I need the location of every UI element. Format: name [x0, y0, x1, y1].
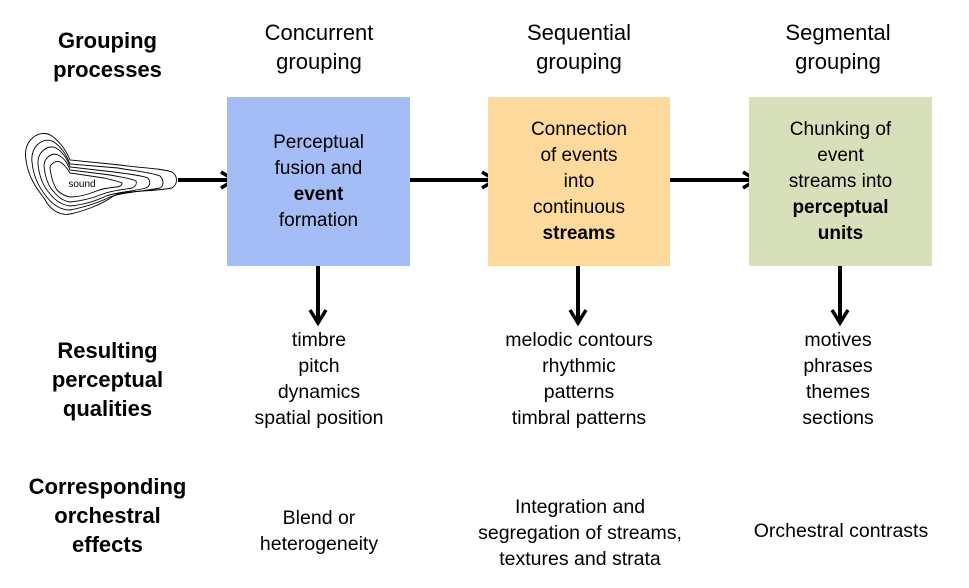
process-box-line: event	[293, 183, 344, 205]
process-box-line: event	[817, 144, 864, 166]
process-box-line: continuous	[533, 196, 625, 218]
qualities-segmental: motives phrases themes sections	[802, 329, 874, 429]
effect-segmental: Orchestral contrasts	[753, 520, 929, 542]
process-box-line: into	[563, 170, 595, 192]
column-heading-concurrent: Concurrent grouping	[264, 20, 374, 74]
process-box-line: fusion and	[274, 157, 363, 179]
process-box-line: of events	[540, 144, 618, 166]
arrowhead-concurrent-to-qualities	[308, 309, 328, 327]
column-heading-sequential: Sequential grouping	[527, 20, 631, 74]
process-box-text: Chunking of event streams into perceptual un…	[789, 117, 892, 247]
process-box-line: streams into	[788, 170, 893, 192]
process-box-concurrent: Perceptual fusion and event formation	[227, 97, 410, 266]
process-box-line: perceptual	[792, 196, 889, 218]
sound-wave-icon	[25, 133, 177, 215]
process-box-line: Chunking of	[789, 118, 892, 140]
process-box-line: Connection	[530, 118, 628, 140]
row-label-orchestral-effects: Corresponding orchestral effects	[28, 474, 187, 557]
process-box-segmental: Chunking of event streams into perceptual un…	[749, 97, 932, 266]
effect-concurrent: Blend or heterogeneity	[259, 507, 379, 555]
row-label-grouping-processes: Grouping processes	[53, 28, 162, 82]
process-box-line: Perceptual	[273, 131, 364, 153]
qualities-concurrent: timbre pitch dynamics spatial position	[254, 329, 384, 429]
process-box-line: formation	[278, 209, 359, 231]
effect-sequential: Integration and segregation of streams, …	[478, 496, 682, 570]
process-box-text: Connection of events into continuous streams	[531, 117, 627, 247]
process-box-sequential: Connection of events into continuous streams	[488, 97, 670, 266]
process-box-line: units	[817, 222, 864, 244]
column-heading-segmental: Segmental grouping	[785, 20, 891, 74]
process-box-line: streams	[542, 222, 616, 244]
arrowhead-segmental-to-qualities	[830, 309, 850, 327]
row-label-resulting-qualities: Resulting perceptual qualities	[51, 338, 164, 421]
process-box-text: Perceptual fusion and event formation	[273, 130, 364, 234]
qualities-sequential: melodic contours rhythmic patterns timbr…	[505, 329, 653, 429]
arrowhead-sequential-to-qualities	[568, 309, 588, 327]
sound-label: sound	[68, 179, 95, 190]
